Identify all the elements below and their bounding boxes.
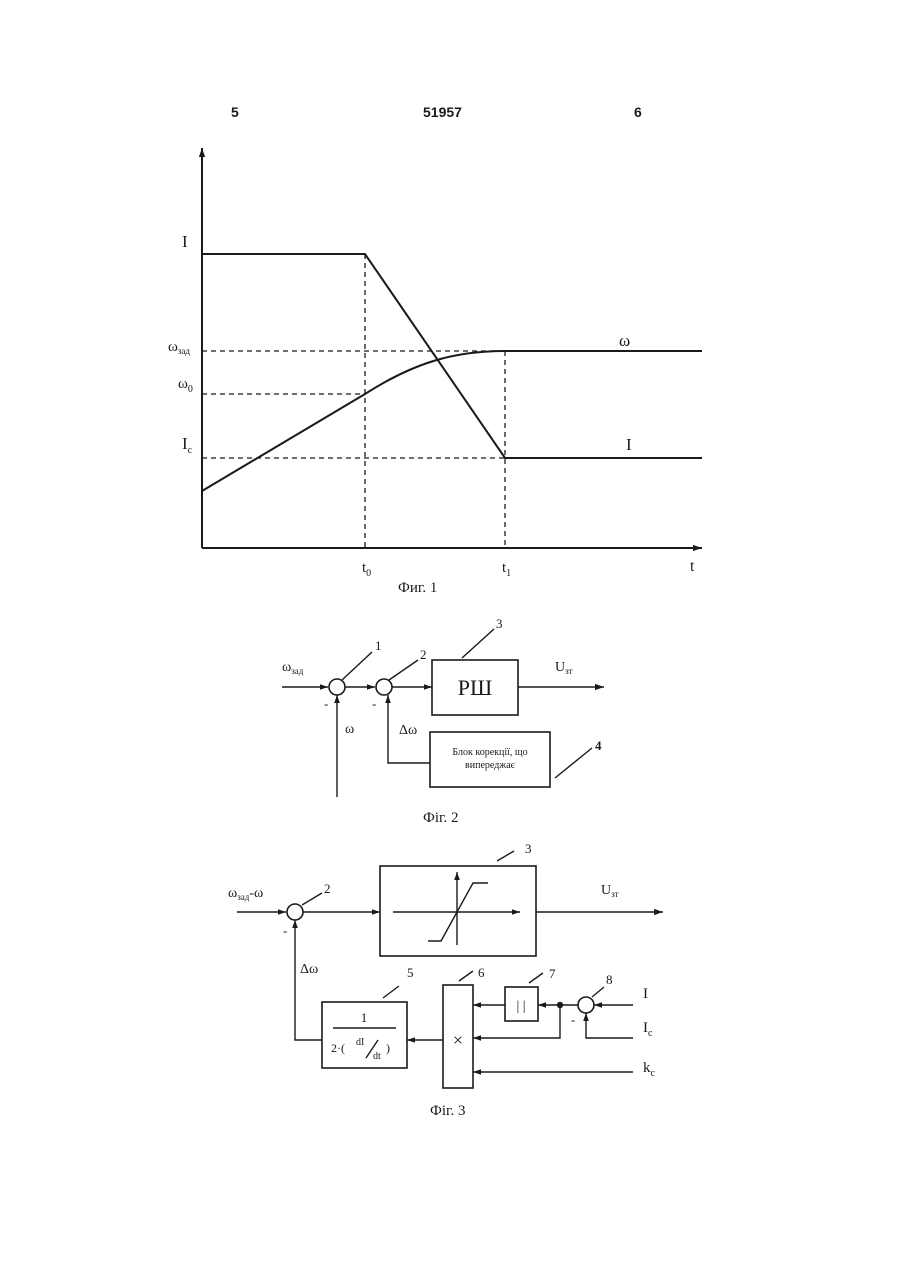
fig3-num-2: 2 xyxy=(324,881,331,896)
fig2-input-label: ωзад xyxy=(282,660,304,676)
fig2-minus-1: - xyxy=(324,696,328,711)
fig1-curve-label-current: I xyxy=(626,435,632,454)
fig1-graph: I ωзад ω0 Ic t0 t1 t ω I Фиг. 1 xyxy=(168,148,702,596)
fig2-block-4-line2: випереджає xyxy=(465,760,516,771)
fig3-block-7-label: | | xyxy=(516,999,525,1014)
fig2-leader-4 xyxy=(555,748,592,778)
fig2-num-1: 1 xyxy=(375,638,382,653)
fig3-diagram: ωзад-ω Uзт Δω - 1 2·( dI dt ) × | | xyxy=(228,841,663,1119)
fig2-leader-1 xyxy=(342,652,372,680)
fig3-leader-7 xyxy=(529,973,543,983)
fig2-leader-3 xyxy=(462,629,494,658)
fig3-delta-label: Δω xyxy=(300,962,318,977)
fig3-input-I: I xyxy=(643,986,648,1002)
fig3-leader-8 xyxy=(592,987,604,997)
fig2-minus-2: - xyxy=(372,696,376,711)
fig3-leader-2 xyxy=(302,893,322,905)
fig2-block-3-label: РШ xyxy=(458,675,492,700)
fig3-input-Ic-line xyxy=(586,1013,633,1038)
fig2-summator-2 xyxy=(376,679,392,695)
fig1-caption: Фиг. 1 xyxy=(398,580,437,596)
fig3-summator-2 xyxy=(287,904,303,920)
fig2-summator-1 xyxy=(329,679,345,695)
fig1-label-I: I xyxy=(182,232,188,251)
fig3-leader-3 xyxy=(497,851,514,861)
fig3-block-5-den-dI: dI xyxy=(356,1037,364,1048)
fig2-block-4-line1: Блок корекції, що xyxy=(452,747,527,758)
fig3-num-6: 6 xyxy=(478,965,485,980)
fig3-input-kc: kc xyxy=(643,1060,656,1079)
fig1-label-t: t xyxy=(690,558,695,575)
fig1-label-t0: t0 xyxy=(362,560,371,579)
fig1-label-wzad: ωзад xyxy=(168,339,190,356)
fig3-minus-8: - xyxy=(571,1012,575,1027)
fig2-caption: Фіг. 2 xyxy=(423,810,458,826)
fig1-label-ic: Ic xyxy=(182,434,193,456)
fig3-caption: Фіг. 3 xyxy=(430,1103,465,1119)
fig3-block-5-den-dt: dt xyxy=(373,1051,381,1062)
fig2-num-2: 2 xyxy=(420,647,427,662)
fig3-input-Ic: Ic xyxy=(643,1020,653,1039)
fig1-curve-label-omega: ω xyxy=(619,331,630,350)
fig3-num-8: 8 xyxy=(606,972,613,987)
fig2-num-4: 4 xyxy=(595,738,602,753)
fig2-output-label: Uзт xyxy=(555,660,573,676)
fig2-diagram: ωзад РШ Uзт ω Блок корекції, що випередж… xyxy=(282,616,604,826)
fig2-leader-2 xyxy=(389,660,418,680)
fig3-leader-5 xyxy=(383,986,399,998)
fig3-minus-2: - xyxy=(283,923,287,938)
fig3-block-5-numerator: 1 xyxy=(361,1010,368,1025)
fig3-input-label: ωзад-ω xyxy=(228,886,263,902)
fig3-num-5: 5 xyxy=(407,965,414,980)
fig3-block-6-label: × xyxy=(453,1030,463,1050)
fig3-block-5-den-post: ) xyxy=(386,1041,390,1055)
fig3-block-5-den-pre: 2·( xyxy=(331,1041,345,1055)
fig3-leader-6 xyxy=(459,971,473,981)
fig2-delta-label: Δω xyxy=(399,723,417,738)
fig1-speed-curve xyxy=(202,351,702,491)
fig2-num-3: 3 xyxy=(496,616,503,631)
fig3-output-label: Uзт xyxy=(601,883,619,899)
fig1-label-w0: ω0 xyxy=(178,376,193,395)
fig3-summator-8 xyxy=(578,997,594,1013)
fig3-feedback-line xyxy=(295,920,322,1040)
fig3-num-7: 7 xyxy=(549,966,556,981)
fig1-label-t1: t1 xyxy=(502,560,511,579)
fig3-num-3: 3 xyxy=(525,841,532,856)
fig2-feedback-label: ω xyxy=(345,722,354,737)
